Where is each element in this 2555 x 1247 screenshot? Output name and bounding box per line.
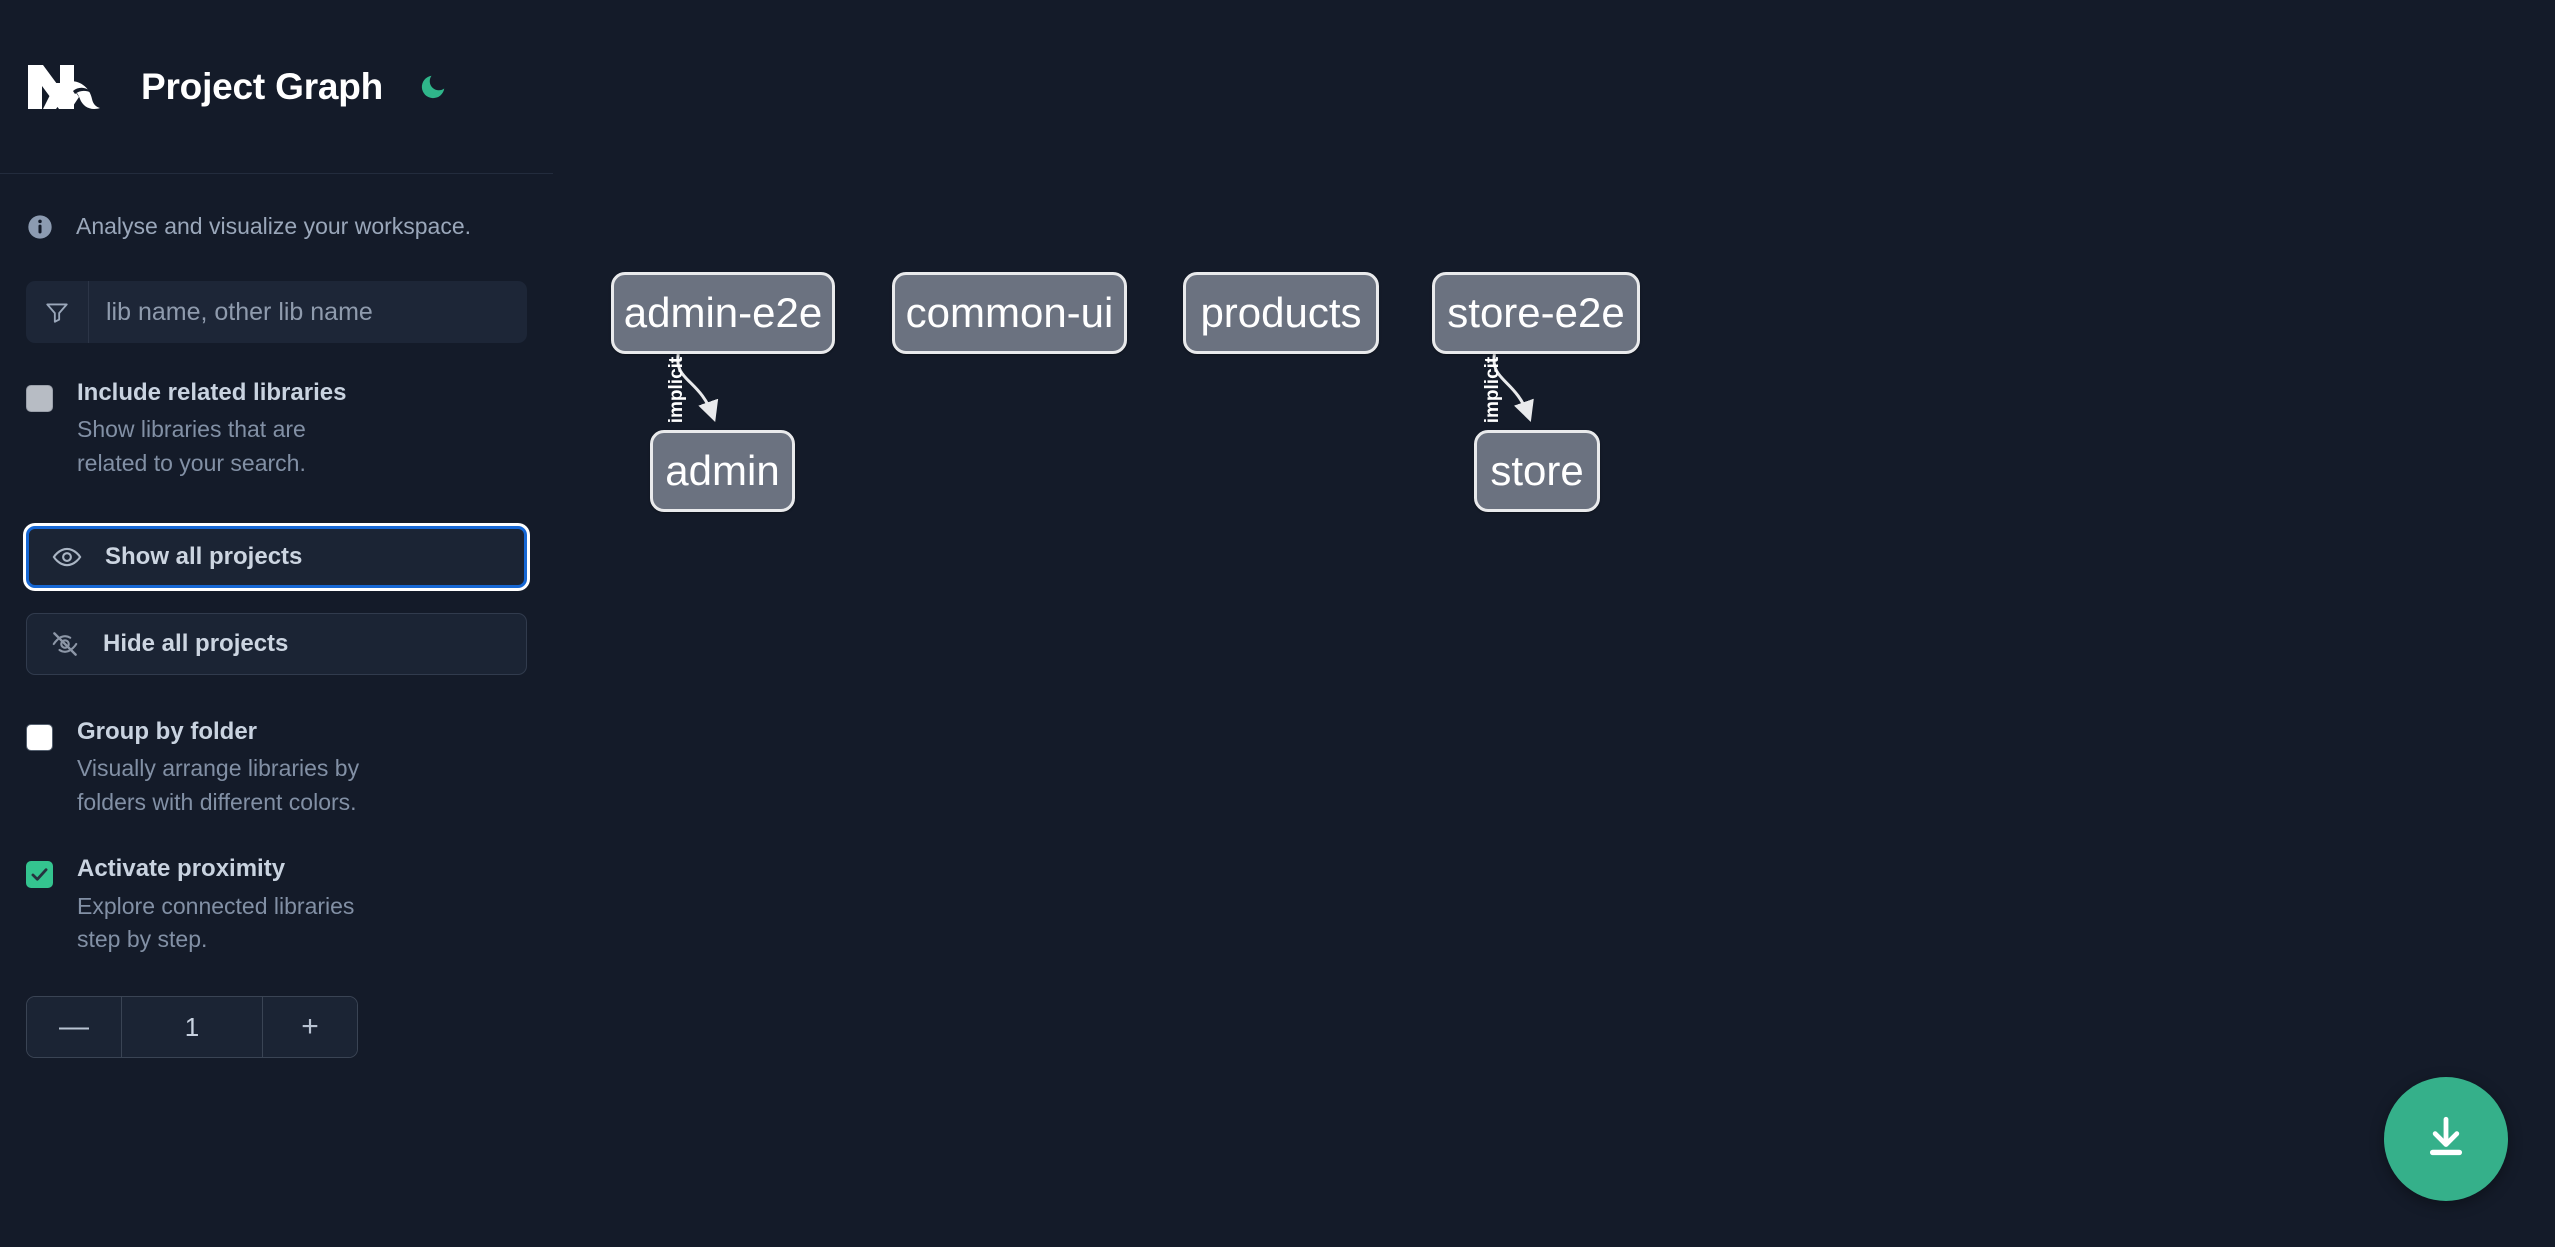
sidebar-body: Include related libraries Show libraries…: [0, 281, 553, 1059]
show-all-projects-button[interactable]: Show all projects: [26, 526, 527, 589]
graph-edge-admin-e2e-to-admin: [676, 353, 719, 422]
page-title: Project Graph: [141, 65, 384, 107]
hide-all-projects-label: Hide all projects: [103, 630, 289, 658]
project-visibility-buttons: Show all projects Hide all projects: [26, 526, 527, 676]
workspace-subtitle: Analyse and visualize your workspace.: [76, 213, 472, 239]
graph-node-admin[interactable]: admin: [650, 430, 795, 512]
option-include-related-libraries[interactable]: Include related libraries Show libraries…: [26, 379, 527, 480]
option-description: Show libraries that are related to your …: [77, 416, 306, 476]
option-activate-proximity[interactable]: Activate proximity Explore connected lib…: [26, 855, 527, 956]
option-description: Visually arrange libraries by folders wi…: [77, 755, 360, 815]
graph-node-admin-e2e[interactable]: admin-e2e: [611, 272, 835, 354]
graph-edge-store-e2e-to-store: [1492, 353, 1534, 422]
eye-off-icon: [49, 628, 81, 660]
option-label: Activate proximity: [77, 855, 286, 883]
nx-logo-icon: [26, 59, 114, 115]
graph-edges: implicit implicit: [666, 353, 1534, 423]
graph-edge-label: implicit: [1482, 356, 1503, 423]
graph-node-label: admin: [665, 447, 780, 494]
moon-icon[interactable]: [413, 67, 453, 107]
search-field[interactable]: [26, 281, 527, 343]
graph-canvas[interactable]: implicit implicit admin-e2e common-ui produ…: [553, 0, 2555, 1247]
search-input[interactable]: [89, 281, 527, 343]
workspace-subtitle-row: Analyse and visualize your workspace.: [0, 174, 553, 279]
graph-node-store-e2e[interactable]: store-e2e: [1432, 272, 1640, 354]
eye-icon: [51, 541, 83, 573]
proximity-stepper[interactable]: — 1 +: [26, 996, 358, 1059]
proximity-increment-button[interactable]: +: [262, 997, 357, 1058]
info-icon: [26, 213, 54, 241]
download-graph-button[interactable]: [2384, 1077, 2508, 1201]
hide-all-projects-button[interactable]: Hide all projects: [26, 613, 527, 676]
proximity-value: 1: [122, 997, 262, 1058]
show-all-projects-label: Show all projects: [105, 543, 303, 571]
checkbox-group-by-folder[interactable]: [26, 724, 53, 752]
checkbox-include-related-libraries[interactable]: [26, 385, 53, 412]
graph-node-label: products: [1200, 289, 1362, 336]
option-label: Group by folder: [77, 718, 257, 746]
sidebar: Project Graph Analyse and visualize your…: [0, 0, 553, 1247]
option-description: Explore connected libraries step by step…: [77, 892, 355, 952]
graph-node-common-ui[interactable]: common-ui: [892, 272, 1127, 354]
graph-node-store[interactable]: store: [1474, 430, 1600, 512]
graph-node-label: store-e2e: [1447, 289, 1625, 336]
option-group-by-folder[interactable]: Group by folder Visually arrange librari…: [26, 718, 527, 819]
download-icon: [2421, 1112, 2471, 1167]
graph-edge-label: implicit: [666, 356, 687, 423]
filter-icon: [26, 281, 89, 343]
option-label: Include related libraries: [77, 379, 347, 406]
checkbox-activate-proximity[interactable]: [26, 861, 53, 889]
graph-node-label: admin-e2e: [623, 289, 823, 336]
graph-node-label: common-ui: [905, 289, 1114, 336]
graph-node-label: store: [1490, 447, 1584, 494]
proximity-decrement-button[interactable]: —: [27, 997, 122, 1058]
graph-node-products[interactable]: products: [1183, 272, 1379, 354]
sidebar-header: Project Graph: [0, 0, 553, 174]
